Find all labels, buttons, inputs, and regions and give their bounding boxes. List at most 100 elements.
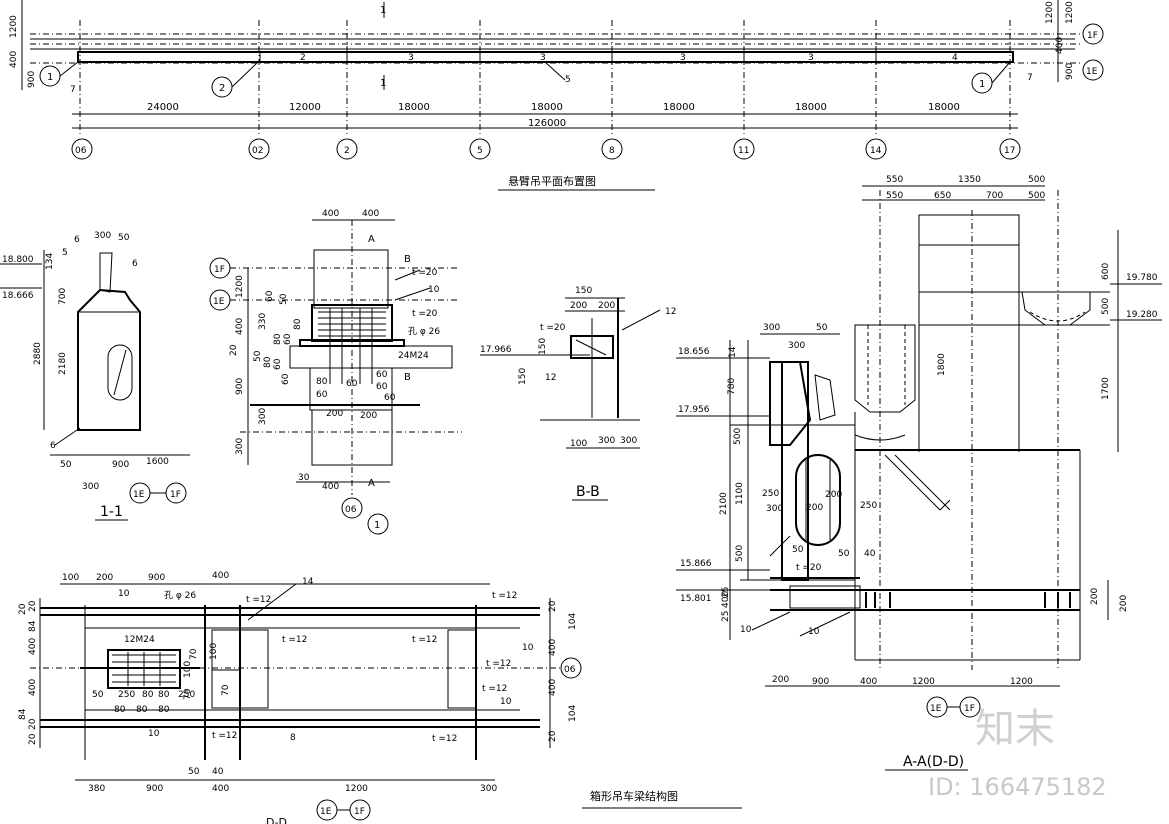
aa-dim-550b: 550	[886, 191, 903, 201]
aa-elev-19280: 19.280	[1126, 310, 1158, 320]
watermark: 知末 ID: 166475182	[928, 706, 1107, 801]
node1-label-A-top: A	[368, 234, 375, 245]
beam-inner-100a: 100	[209, 643, 219, 660]
plan-callout-7-left: 7	[70, 85, 76, 95]
bb-dim-150a: 150	[575, 286, 592, 296]
node1-dim-80a: 80	[293, 318, 303, 330]
node1-label-bolts: 24M24	[398, 351, 429, 361]
node1-dim-200a: 200	[326, 409, 343, 419]
plan-total-dim: 126000	[528, 118, 566, 129]
aa-dim-25a: 25	[721, 587, 731, 598]
node1-dim-80b: 80	[273, 333, 283, 345]
plan-axis-1E: 1E	[1086, 67, 1098, 77]
beam-label-10c: 10	[148, 729, 160, 739]
beam-left-84b: 84	[18, 708, 28, 720]
node1-axis-1E: 1E	[213, 297, 225, 307]
plan-axis-17: 17	[1004, 146, 1015, 156]
plan-left-dim-1200: 1200	[9, 15, 19, 38]
plan-axis-5: 5	[477, 146, 483, 156]
sec11-weld-6a: 6	[74, 235, 80, 245]
aa-dim-550a: 550	[886, 175, 903, 185]
sec11-dim-2880: 2880	[33, 342, 43, 365]
node1-dim-60e: 60	[376, 370, 388, 380]
box-beam-detail: 100 200 900 400 10 孔 φ 26 14	[18, 571, 742, 824]
beam-label-40: 40	[212, 767, 224, 777]
plan-axis-06: 06	[75, 146, 87, 156]
plan-right-dim-400: 400	[1055, 37, 1065, 54]
beam-inner-80b: 80	[158, 690, 170, 700]
plan-member-3: 3	[540, 53, 546, 63]
bb-weld-12a: 12	[665, 307, 676, 317]
plan-callout-7-right: 7	[1027, 73, 1033, 83]
beam-label-t12e: t =12	[486, 659, 511, 669]
sec11-dim-50: 50	[60, 460, 72, 470]
plan-dim-2: 12000	[289, 102, 321, 113]
node1-dim-300b: 300	[235, 438, 245, 455]
beam-left-20c: 20	[28, 718, 38, 730]
aa-elev-18656: 18.656	[678, 347, 710, 357]
plan-view: 2 3 3 3 3 4 1 1 1 2 5 7 1 7 24000 12000 …	[9, 0, 1104, 191]
beam-label-t12a: t =12	[246, 595, 271, 605]
plan-callout-5: 5	[565, 75, 571, 85]
aa-dim-250a: 250	[762, 489, 779, 499]
beam-dim-400-top: 400	[212, 571, 229, 581]
beam-label-t12g: t =12	[212, 731, 237, 741]
bb-dim-200a: 200	[570, 301, 587, 311]
beam-inner-70a: 70	[221, 684, 231, 696]
beam-inner-80a: 80	[142, 690, 154, 700]
aa-elev-17956: 17.956	[678, 405, 710, 415]
section-B-B: 150 200 200 12 t =20 17.966 150 150 12 1…	[480, 286, 676, 501]
sec11-dim-300b: 300	[82, 482, 99, 492]
aa-dim-900: 900	[812, 677, 829, 687]
node1-dim-60a: 60	[265, 290, 275, 302]
aa-dim-1800: 1800	[937, 353, 947, 376]
aa-title: A-A(D-D)	[903, 754, 964, 770]
plan-axis-1F: 1F	[1087, 31, 1098, 41]
aa-dim-50c: 50	[838, 549, 850, 559]
plan-right-dim-1200b: 1200	[1065, 1, 1075, 24]
plan-member-5: 3	[808, 53, 814, 63]
node1-label-hole: 孔 φ 26	[408, 326, 440, 337]
sec11-axis-1F: 1F	[170, 490, 181, 500]
beam-bolt-grid	[112, 652, 176, 686]
aa-dim-1700: 1700	[1101, 377, 1111, 400]
beam-label-t12d: t =12	[492, 591, 517, 601]
beam-dim-200: 200	[96, 573, 113, 583]
bb-title: B-B	[576, 484, 600, 500]
aa-dim-2100: 2100	[719, 492, 729, 515]
aa-axis-1F: 1F	[964, 704, 975, 714]
beam-left-400b: 400	[28, 679, 38, 696]
beam-inner-80e: 80	[158, 705, 170, 715]
beam-left-84a: 84	[28, 620, 38, 632]
plan-axis-02: 02	[252, 146, 263, 156]
node1-dim-30: 30	[298, 473, 310, 483]
beam-dim-100: 100	[62, 573, 79, 583]
beam-inner-250a: 250	[118, 690, 135, 700]
plan-section-mark-bottom: 1	[380, 78, 386, 89]
node1-label-t20a: t =20	[412, 268, 438, 278]
aa-elev-15866: 15.866	[680, 559, 712, 569]
beam-dim-1200: 1200	[345, 784, 368, 794]
aa-dim-200e: 200	[772, 675, 789, 685]
beam-right-400a: 400	[548, 639, 558, 656]
sec11-elev-top: 18.800	[2, 255, 34, 265]
beam-inner-250b: 250	[178, 690, 195, 700]
node1-dim-200b: 200	[360, 411, 377, 421]
aa-axis-1E: 1E	[930, 704, 942, 714]
plan-title: 悬臂吊平面布置图	[508, 175, 596, 188]
watermark-brand: 知末	[975, 706, 1055, 752]
node1-dim-top-400a: 400	[322, 209, 339, 219]
aa-dim-500b: 500	[1028, 191, 1045, 201]
sec11-dim-1600: 1600	[146, 457, 169, 467]
plan-callout-1-right: 1	[979, 79, 985, 90]
plan-dim-4: 18000	[531, 102, 563, 113]
aa-dim-500e: 500	[735, 545, 745, 562]
sec11-elev-mid: 18.666	[2, 291, 34, 301]
plan-dim-3: 18000	[398, 102, 430, 113]
beam-label-10a: 10	[118, 589, 130, 599]
aa-label-t20: t =20	[796, 563, 822, 573]
node1-axis-1F: 1F	[214, 265, 225, 275]
aa-dim-500c: 500	[1101, 298, 1111, 315]
plan-axis-14: 14	[870, 146, 882, 156]
sec11-weld-5: 5	[62, 248, 68, 258]
